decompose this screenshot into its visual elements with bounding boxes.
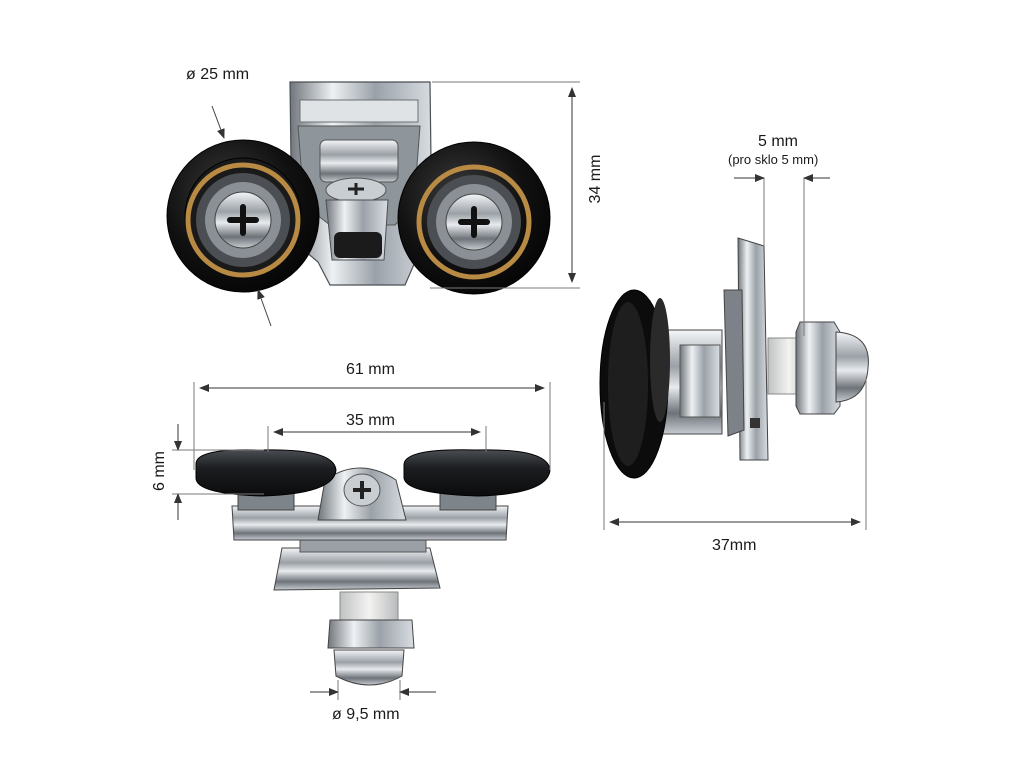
glass-thickness-dimension [734, 174, 830, 336]
wheel-diameter-label: ø 25 mm [186, 66, 250, 83]
bolt-diameter-dimension [310, 680, 436, 700]
wheel-thickness-dimension [172, 424, 264, 520]
front-view [166, 81, 551, 295]
wheel-spacing-dimension [267, 426, 487, 452]
wheel-diameter-dimension [211, 105, 272, 327]
depth-dimension [603, 378, 867, 530]
total-height-label: 34 mm [587, 154, 604, 204]
top-view [195, 449, 551, 686]
side-view [599, 237, 869, 479]
wheel-thickness-label: 6 mm [151, 451, 168, 491]
bolt-diameter-label: ø 9,5 mm [332, 706, 400, 723]
wheel-spacing-label: 35 mm [346, 412, 395, 429]
total-width-label: 61 mm [346, 361, 395, 378]
total-depth-label: 37mm [712, 537, 757, 554]
height-dimension [430, 81, 580, 289]
total-width-dimension [193, 382, 551, 470]
glass-note-label: (pro sklo 5 mm) [728, 152, 819, 167]
glass-thickness-label: 5 mm [758, 133, 798, 150]
